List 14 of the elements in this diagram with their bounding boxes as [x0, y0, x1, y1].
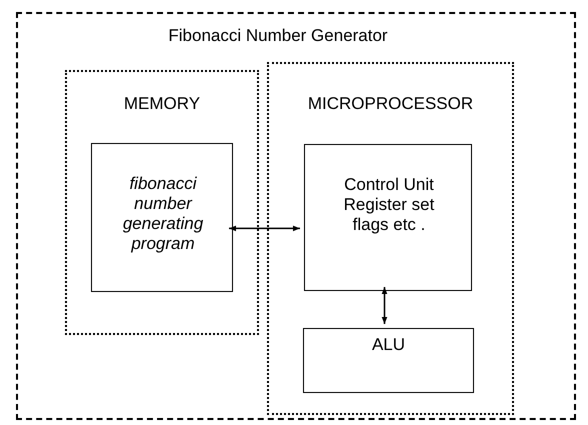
microprocessor-container [267, 62, 514, 415]
arrow [382, 287, 388, 324]
arrow [229, 226, 300, 232]
alu-box [303, 328, 474, 393]
box-label: fibonacci number generating program [122, 174, 204, 254]
box-label: ALU [370, 335, 406, 355]
container-heading: MICROPROCESSOR [306, 94, 474, 114]
memory-container [65, 70, 259, 335]
system-boundary [16, 12, 576, 420]
control-unit-box [304, 144, 472, 291]
program-box [91, 143, 233, 292]
box-label: Control Unit Register set flags etc . [342, 175, 436, 235]
container-heading: MEMORY [122, 94, 202, 114]
container-heading: Fibonacci Number Generator [167, 26, 389, 46]
